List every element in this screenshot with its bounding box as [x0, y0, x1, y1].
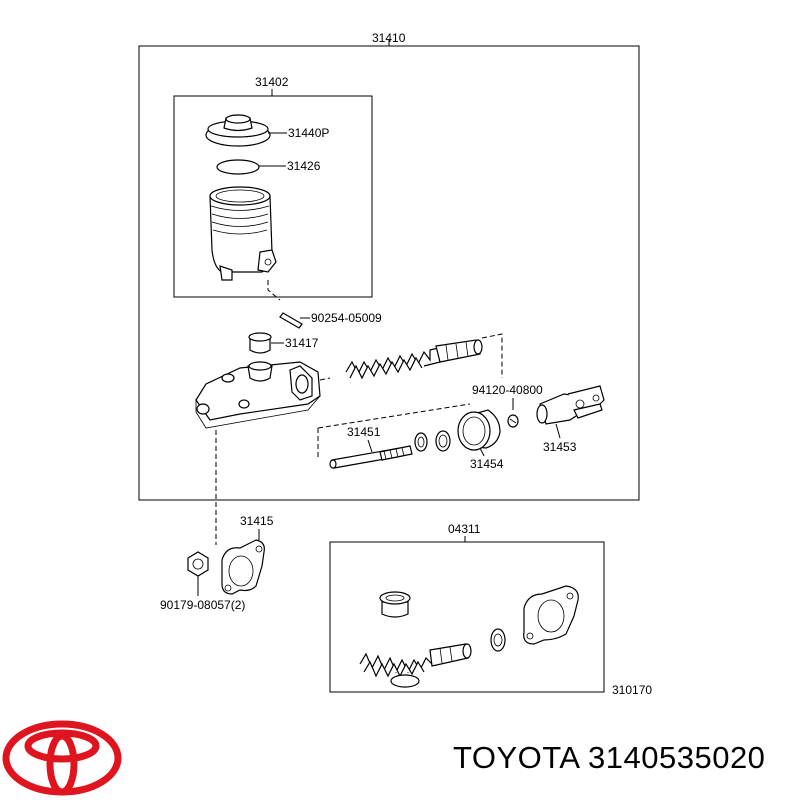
- label-90254-05009: 90254-05009: [311, 311, 382, 325]
- label-94120-40800: 94120-40800: [472, 383, 543, 397]
- kit-grommet: [379, 591, 411, 618]
- toyota-logo: [2, 720, 122, 796]
- kit-gasket: [523, 585, 579, 645]
- push-rod: [329, 445, 413, 469]
- reservoir-body: [209, 186, 277, 281]
- washer-2: [435, 430, 451, 452]
- brand-name: TOYOTA: [453, 740, 579, 775]
- piston-spring: [345, 339, 483, 380]
- assembly-frame: [138, 45, 640, 501]
- washer-1: [414, 432, 428, 452]
- reservoir-frame: [173, 95, 373, 298]
- label-31451: 31451: [347, 425, 381, 439]
- label-31410: 31410: [372, 31, 406, 45]
- kit-seal-ring: [390, 674, 420, 688]
- label-90179-08057: 90179-08057(2): [160, 598, 245, 612]
- label-31454: 31454: [470, 457, 504, 471]
- footer-caption: TOYOTA 3140535020: [453, 740, 765, 776]
- label-31417: 31417: [285, 336, 319, 350]
- grommet: [248, 332, 272, 354]
- reservoir-cap: [205, 114, 271, 147]
- label-310170: 310170: [612, 683, 652, 697]
- label-31453: 31453: [543, 440, 577, 454]
- clevis: [536, 385, 605, 425]
- label-31426: 31426: [287, 159, 321, 173]
- nut: [187, 551, 209, 577]
- kit-washer: [490, 628, 506, 652]
- flange-gasket: [221, 539, 265, 595]
- pin: [279, 312, 303, 329]
- reservoir-seal: [216, 159, 260, 175]
- kit-piston-spring: [359, 643, 472, 678]
- master-cylinder-body: [195, 361, 321, 429]
- label-31415: 31415: [240, 514, 274, 528]
- label-31402: 31402: [255, 75, 289, 89]
- part-number: 3140535020: [588, 740, 766, 775]
- kit-frame: [329, 541, 605, 693]
- boot: [457, 409, 501, 451]
- label-04311: 04311: [448, 522, 481, 536]
- label-31440P: 31440P: [288, 126, 329, 140]
